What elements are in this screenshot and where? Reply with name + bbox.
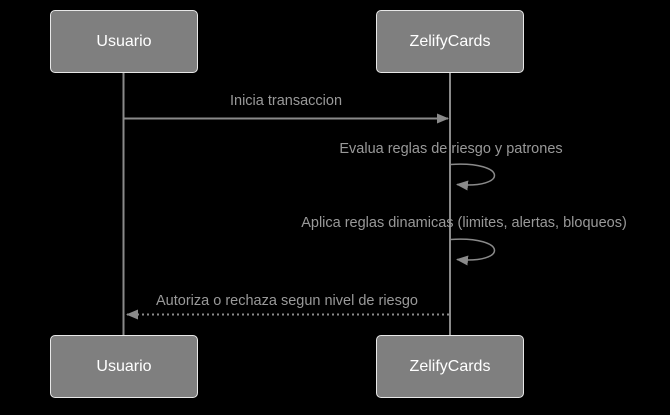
actor-box-zelifycards-bottom: ZelifyCards <box>376 335 524 398</box>
actor-label-zelifycards-top: ZelifyCards <box>409 32 491 50</box>
message-3-self-loop-arrow <box>450 238 496 266</box>
actor-label-usuario-bottom: Usuario <box>96 357 152 375</box>
message-1-label: Inicia transaccion <box>229 93 343 109</box>
actor-label-zelifycards-bottom: ZelifyCards <box>409 357 491 375</box>
actor-box-zelifycards-top: ZelifyCards <box>376 10 524 73</box>
message-3-label: Aplica reglas dinamicas (limites, alerta… <box>301 215 627 231</box>
actor-label-usuario-top: Usuario <box>96 32 152 50</box>
message-2-label: Evalua reglas de riesgo y patrones <box>339 141 563 157</box>
message-4-label: Autoriza o rechaza segun nivel de riesgo <box>156 293 418 309</box>
actor-box-usuario-bottom: Usuario <box>50 335 198 398</box>
message-2-self-loop-arrow <box>450 163 496 191</box>
actor-box-usuario-top: Usuario <box>50 10 198 73</box>
